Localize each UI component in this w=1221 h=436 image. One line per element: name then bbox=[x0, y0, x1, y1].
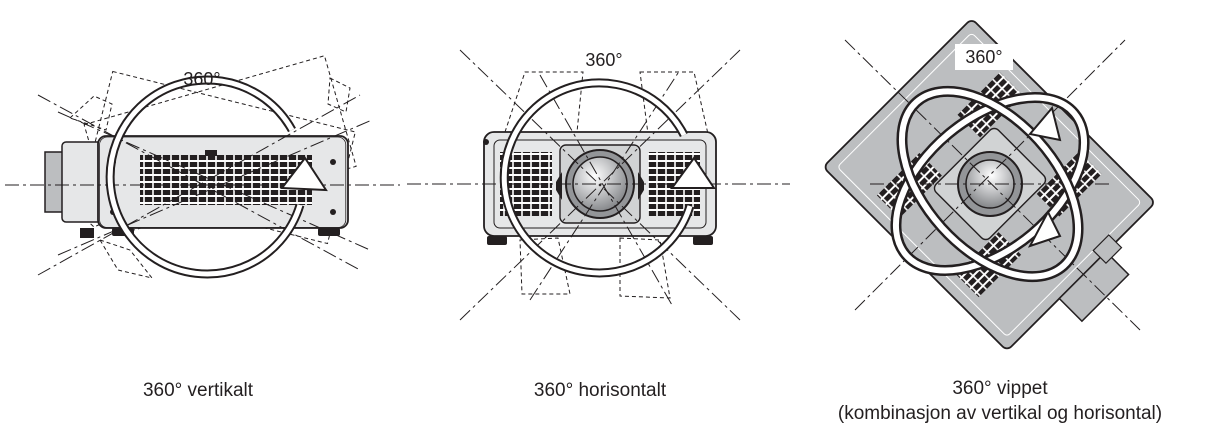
rotation-arrow-vertical bbox=[105, 75, 328, 279]
rotation-arrow-tilted bbox=[890, 85, 1090, 283]
rotation-label: 360° bbox=[183, 69, 220, 89]
panel-vertical: 360° bbox=[5, 55, 400, 279]
projector-side-view bbox=[44, 135, 349, 238]
rotation-axes bbox=[5, 94, 400, 276]
projector-tilted-view bbox=[824, 20, 1154, 350]
panel-tilted: 360° bbox=[824, 20, 1154, 350]
rotation-label: 360° bbox=[965, 47, 1002, 67]
caption-text: 360° vertikalt bbox=[142, 380, 254, 401]
caption-vertical: 360° vertikalt bbox=[98, 380, 298, 402]
caption-tilted: 360° vippet (kombinasjon av vertikal og … bbox=[790, 376, 1210, 426]
rotation-arrow-horizontal bbox=[499, 78, 716, 278]
caption-text: 360° vippet bbox=[952, 378, 1048, 399]
caption-text: 360° horisontalt bbox=[533, 380, 667, 401]
panel-horizontal: 360° bbox=[407, 49, 790, 321]
rotation-label: 360° bbox=[585, 50, 622, 70]
caption-horizontal: 360° horisontalt bbox=[495, 380, 705, 402]
caption-subtext: (kombinasjon av vertikal og horisontal) bbox=[837, 403, 1163, 424]
